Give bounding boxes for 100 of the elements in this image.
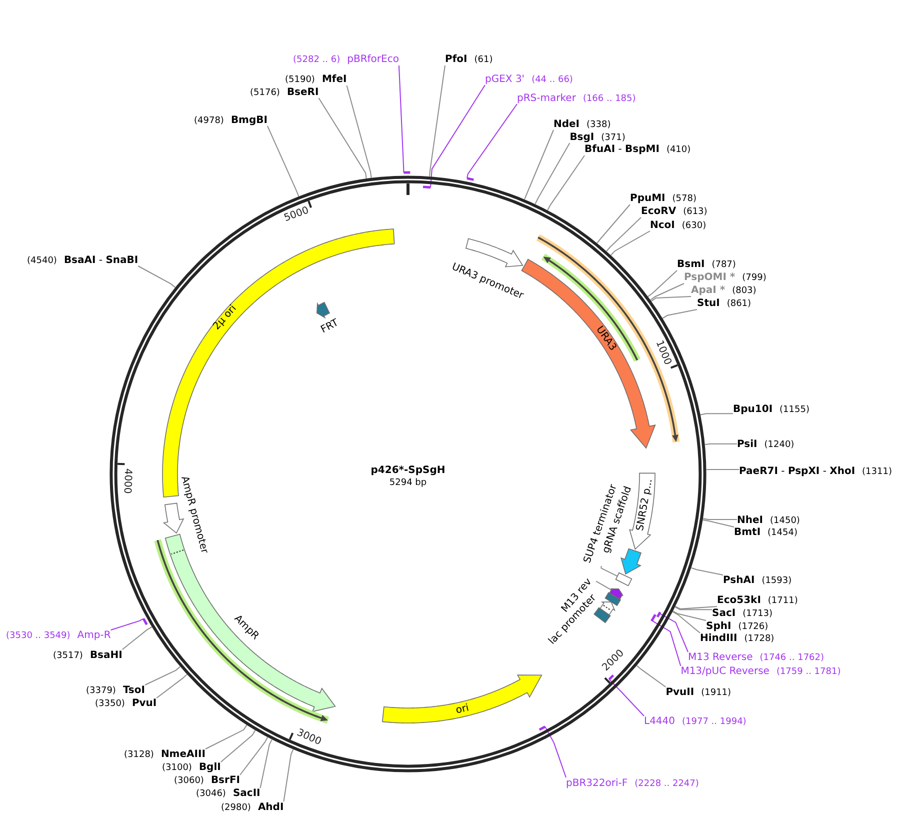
leader-line <box>672 610 706 621</box>
primer-range: (166 .. 185) <box>582 94 636 104</box>
enzyme-name: BfuAI - BspMI <box>584 144 660 156</box>
leader-line <box>600 566 618 577</box>
primer-name: M13/pUC Reverse <box>680 666 770 678</box>
enzyme-name: Bpu10I <box>733 404 773 416</box>
leader-line <box>138 266 176 288</box>
enzyme-name: BsaHI <box>90 650 122 661</box>
cut-position: (1240) <box>764 440 794 450</box>
leader-line <box>144 666 181 686</box>
cut-position: (3350) <box>95 699 125 710</box>
primer-range: (1759 .. 1781) <box>776 667 841 678</box>
feature-label: ori <box>454 704 470 716</box>
leader-line <box>706 469 740 470</box>
leader-line <box>650 283 684 300</box>
primer-name: pBR322ori-F <box>566 778 628 789</box>
cut-position: (1713) <box>742 608 773 619</box>
leader-line <box>674 606 712 610</box>
leader-line <box>704 443 738 445</box>
enzyme-name: HindIII <box>700 633 738 644</box>
leader-line <box>702 518 738 520</box>
leader-line <box>318 98 367 180</box>
primer-range: (2228 .. 2247) <box>634 778 699 789</box>
leader-line <box>283 748 294 802</box>
leader-line <box>240 736 268 776</box>
enzyme-name: SacI <box>712 608 736 619</box>
cut-position: (4540) <box>27 256 57 266</box>
cut-position: (3060) <box>174 776 204 786</box>
leader-line <box>606 217 642 252</box>
cut-position: (61) <box>474 55 493 66</box>
leader-line <box>466 104 518 179</box>
enzyme-name: PpuMI <box>630 193 666 204</box>
cut-position: (3517) <box>53 650 83 661</box>
leader-line <box>544 726 566 778</box>
cut-position: (1311) <box>862 467 892 478</box>
cut-position: (3100) <box>162 763 192 774</box>
leader-line <box>110 618 144 630</box>
primer-name: pGEX 3' <box>485 74 525 85</box>
leader-line <box>700 413 734 416</box>
cut-position: (1450) <box>770 516 800 526</box>
enzyme-name: BmgBI <box>230 114 268 126</box>
cut-position: (3046) <box>196 789 226 800</box>
enzyme-name: BsaAI - SnaBI <box>64 254 138 266</box>
cut-position: (861) <box>726 299 752 310</box>
leader-line <box>220 730 256 762</box>
cut-position: (578) <box>672 194 696 204</box>
leader-line <box>260 739 272 788</box>
leader-line <box>610 230 650 256</box>
leader-line <box>647 270 678 298</box>
enzyme-name: EcoRV <box>641 206 676 218</box>
cut-position: (1155) <box>780 405 810 416</box>
enzyme-name: PvuI <box>132 698 157 710</box>
enzyme-name: StuI <box>697 298 720 310</box>
leader-line <box>547 155 585 211</box>
leader-line <box>702 520 734 528</box>
feature-label: FRT <box>320 318 340 336</box>
cut-position: (5190) <box>285 75 315 86</box>
cut-position: (1593) <box>762 576 792 586</box>
enzyme-name: PshAI <box>723 575 755 586</box>
enzyme-name: ApaI * <box>691 285 726 296</box>
scale-label: 1000 <box>654 339 672 367</box>
cut-position: (4978) <box>194 116 224 126</box>
leader-line <box>674 606 718 610</box>
cut-position: (613) <box>683 207 708 218</box>
feature-label: 2μ ori <box>212 304 240 332</box>
leader-line <box>429 65 446 177</box>
cut-position: (630) <box>682 220 706 231</box>
enzyme-name: BsmI <box>677 259 705 270</box>
primer-name: pBRforEco <box>347 54 399 66</box>
enzyme-name: PfoI <box>445 54 468 66</box>
leader-line <box>596 204 630 244</box>
leader-line <box>156 674 188 698</box>
leader-line <box>596 580 612 590</box>
primer-name: Amp-R <box>77 630 111 642</box>
scale-label: 4000 <box>120 468 132 494</box>
enzyme-name: PvuII <box>666 687 694 698</box>
primer-range: (44 .. 66) <box>532 74 573 85</box>
enzyme-name: SacII <box>232 788 260 800</box>
leader-line <box>672 611 700 634</box>
leader-line <box>636 665 666 688</box>
enzyme-name: AhdI <box>258 802 284 813</box>
leader-line <box>430 84 486 188</box>
primer-range: (3530 .. 3549) <box>6 631 70 642</box>
enzyme-name: NheI <box>737 514 763 526</box>
primer-name: pRS-marker <box>517 92 576 104</box>
cut-position: (1728) <box>744 634 774 644</box>
scale-label: 5000 <box>282 206 310 224</box>
enzyme-name: PspOMI * <box>684 272 736 284</box>
enzyme-name: NdeI <box>554 118 580 130</box>
plasmid-length: 5294 bp <box>389 478 427 489</box>
enzyme-name: PsiI <box>737 438 758 450</box>
cut-position: (1726) <box>738 622 768 632</box>
enzyme-name: SphI <box>706 620 732 632</box>
leader-line <box>651 620 682 666</box>
enzyme-name: BglI <box>198 762 221 774</box>
cut-position: (2980) <box>221 802 251 813</box>
leader-line <box>204 724 248 750</box>
leader-line <box>658 612 688 652</box>
enzyme-name: BmtI <box>734 527 761 538</box>
enzyme-name: BsrFI <box>210 775 240 786</box>
